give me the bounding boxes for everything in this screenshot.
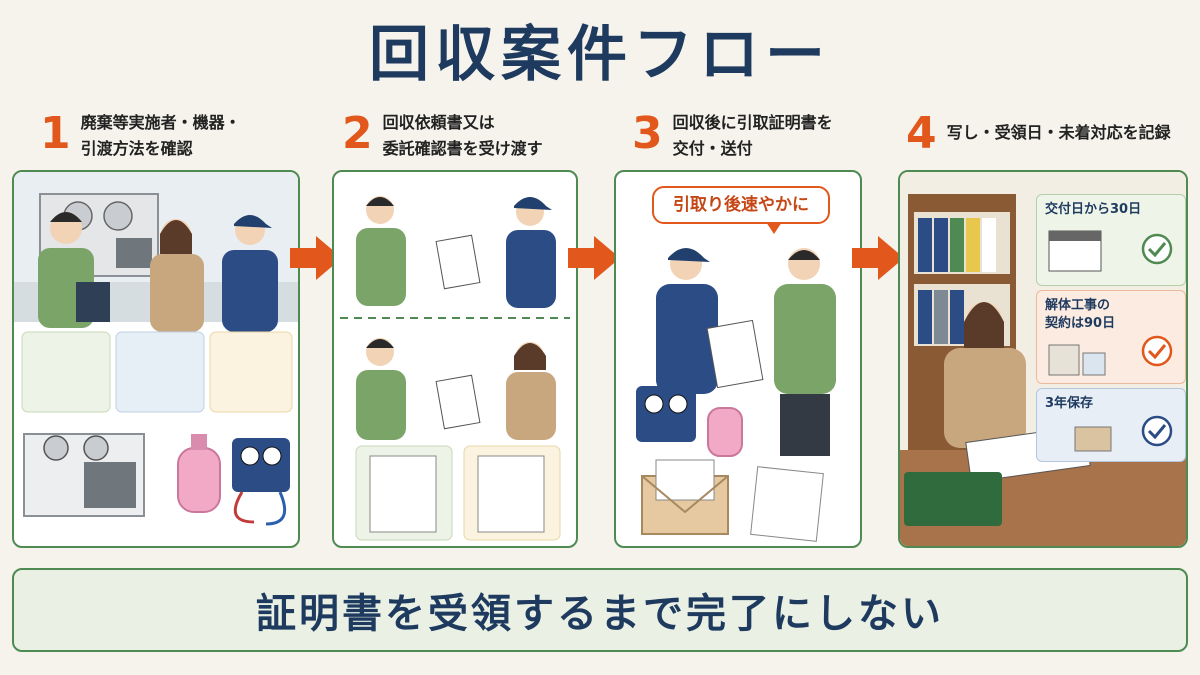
step-1-header: 1 廃棄等実施者・機器・ 引渡方法を確認 [40, 108, 241, 164]
person-client-icon [150, 219, 204, 332]
building-icon [1048, 335, 1173, 376]
speech-bubble-tail [766, 222, 782, 234]
person-recording-icon [944, 302, 1026, 448]
info-card-blue [115, 331, 205, 413]
step-4-header: 4 写し・受領日・未着対応を記録 [906, 108, 1171, 164]
green-binder-icon [904, 472, 1002, 526]
step-3-header: 3 回収後に引取証明書を 交付・送付 [632, 108, 833, 164]
step-4-number: 4 [906, 108, 937, 159]
speech-bubble: 引取り後速やかに [652, 186, 830, 224]
step-2-number: 2 [342, 108, 373, 159]
envelope-icon [641, 459, 729, 535]
step-2-text: 回収依頼書又は 委託確認書を受け渡す [383, 108, 543, 162]
step-2-illustration [340, 196, 570, 541]
calendar-icon [1048, 230, 1173, 272]
certificate-icon [706, 319, 764, 389]
client-receiving-icon [774, 248, 836, 456]
step-3-line1: 回収後に引取証明書を [672, 113, 833, 132]
arrow-right-2-icon [568, 236, 620, 280]
storage-box-icon [1074, 415, 1173, 452]
person-technician-icon [222, 215, 278, 332]
step-2-line2: 委託確認書を受け渡す [382, 139, 543, 158]
ac-unit-icon [23, 433, 145, 517]
technician-handing-certificate-icon [656, 248, 718, 394]
document-cards-icon [355, 445, 561, 541]
step-1-line2: 引渡方法を確認 [80, 139, 193, 158]
recovery-machine-icon [636, 386, 696, 442]
arrow-right-1-icon [290, 236, 342, 280]
footer-banner: 証明書を受領するまで完了にしない [12, 568, 1188, 652]
check-card-30-days: 交付日から30日 [1036, 194, 1186, 286]
step-1-illustration [14, 172, 298, 526]
step-2-line1: 回収依頼書又は [382, 113, 495, 132]
check-label-30-days: 交付日から30日 [1045, 202, 1142, 217]
handover-client-icon [356, 338, 556, 440]
check-card-3-years: 3年保存 [1036, 388, 1186, 462]
info-card-green [21, 331, 111, 413]
step-2-header: 2 回収依頼書又は 委託確認書を受け渡す [342, 108, 543, 164]
handover-contractor-icon [356, 196, 556, 308]
step-3-panel: 引取り後速やかに [614, 170, 862, 548]
arrow-right-3-icon [852, 236, 904, 280]
recovery-machine-icon [232, 438, 290, 526]
step-3-text: 回収後に引取証明書を 交付・送付 [673, 108, 833, 162]
page-title: 回収案件フロー [369, 20, 831, 90]
step-1-panel [12, 170, 300, 548]
step-1-line1: 廃棄等実施者・機器・ [80, 113, 241, 132]
person-inspector-icon [38, 212, 110, 328]
info-card-yellow [209, 331, 293, 413]
step-4-panel: 交付日から30日 解体工事の 契約は90日 3年保存 [898, 170, 1188, 548]
step-2-panel [332, 170, 578, 548]
step-3-number: 3 [632, 108, 663, 159]
document-icon [750, 466, 824, 542]
step-3-line2: 交付・送付 [672, 139, 753, 158]
step-1-text: 廃棄等実施者・機器・ 引渡方法を確認 [81, 108, 241, 162]
check-label-3-years: 3年保存 [1045, 396, 1094, 411]
step-4-line1: 写し・受領日・未着対応を記録 [946, 123, 1171, 142]
step-1-number: 1 [40, 108, 71, 159]
refrigerant-cylinder-icon [177, 434, 221, 513]
step-3-illustration [636, 248, 836, 542]
refrigerant-cylinder-icon [707, 407, 743, 457]
check-label-90-days: 解体工事の 契約は90日 [1045, 298, 1116, 331]
check-card-90-days: 解体工事の 契約は90日 [1036, 290, 1186, 384]
step-4-text: 写し・受領日・未着対応を記録 [947, 108, 1171, 146]
